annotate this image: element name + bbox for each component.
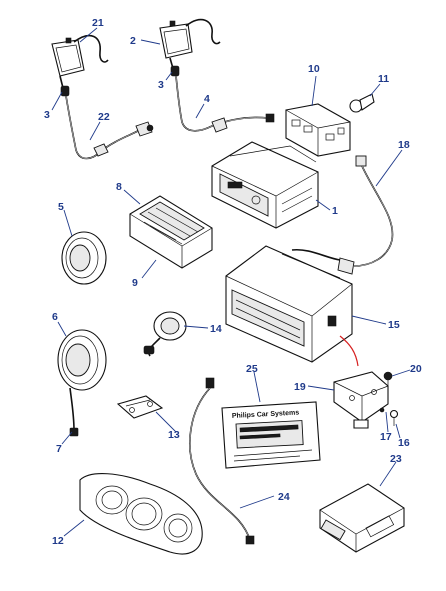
speaker-5 [61,231,107,285]
callout-7: 7 [56,443,62,455]
callout-24: 24 [278,491,290,503]
callout-5: 5 [58,201,64,213]
callout-2: 2 [130,35,136,47]
callout-18: 18 [398,139,410,151]
antenna-lead-4 [175,75,275,133]
callout-16: 16 [398,437,410,449]
callout-17: 17 [380,431,392,443]
callout-14: 14 [210,323,222,335]
leader-lines [51,27,411,537]
callout-13: 13 [168,429,180,441]
radio-head-unit [211,141,319,229]
cd-magazine [129,195,213,269]
changer-bracket-19 [333,371,389,429]
antenna-amplifier-left [51,34,109,97]
retaining-clip [349,93,375,113]
callouts: 21 2 3 3 4 22 10 11 18 1 8 9 5 15 6 7 14… [44,17,422,547]
amplifier-module-23 [319,483,405,553]
callout-3-left: 3 [44,109,50,121]
small-bracket-13 [116,395,164,419]
identification-label-card: Philips Car Systems [221,401,321,469]
callout-9: 9 [132,277,138,289]
callout-6: 6 [52,311,58,323]
callout-11: 11 [378,73,389,85]
antenna-lead-22 [65,95,154,160]
label-card-brand: Philips Car Systems [232,409,300,420]
callout-22: 22 [98,111,110,123]
callout-15: 15 [388,319,400,331]
callout-12: 12 [52,535,64,547]
callout-23: 23 [390,453,402,465]
callout-1: 1 [332,205,338,217]
fastener-16-17 [379,407,399,426]
changer-lead-18 [337,155,394,275]
speaker-6 [57,329,107,437]
mounting-cage [285,103,351,157]
panel-surround-12 [79,473,203,555]
callout-21: 21 [92,17,104,29]
callout-25: 25 [246,363,258,375]
callout-4: 4 [204,93,210,105]
tweeter-14 [143,311,187,357]
highlight-wire [339,335,359,367]
antenna-amplifier-center [159,18,221,77]
callout-3-center: 3 [158,79,164,91]
callout-8: 8 [116,181,122,193]
cd-changer [225,245,353,363]
aerial-lead-24 [189,377,255,545]
callout-10: 10 [308,63,320,75]
callout-19: 19 [294,381,306,393]
callout-20: 20 [410,363,422,375]
